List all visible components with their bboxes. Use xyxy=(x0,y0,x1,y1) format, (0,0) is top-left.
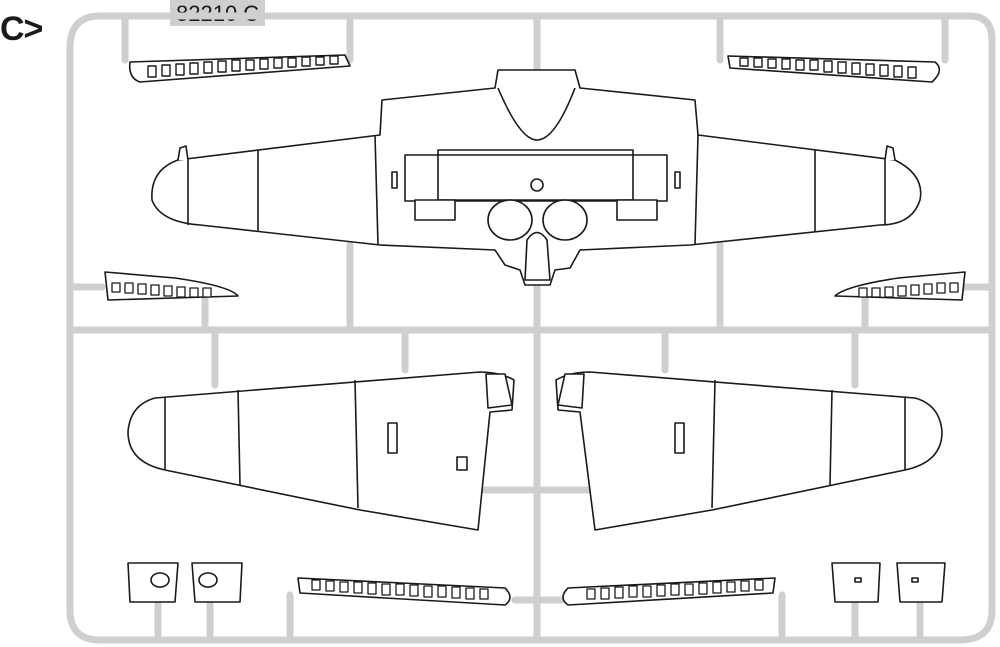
upper-wing-right xyxy=(555,371,943,531)
lower-wing-center xyxy=(151,69,922,286)
parts-outlines xyxy=(104,54,966,606)
small-panel-left-2 xyxy=(191,562,243,603)
small-panel-right-1 xyxy=(831,562,881,603)
small-panel-right-2 xyxy=(896,562,946,603)
sprue-letter-label: C> xyxy=(0,10,43,48)
rib-strip-bottom-right xyxy=(562,577,776,606)
rib-strip-top-right xyxy=(727,55,941,83)
outer-runner xyxy=(66,12,996,644)
small-panel-left-1 xyxy=(127,562,179,603)
rib-strip-mid-right xyxy=(834,271,966,301)
rib-strip-top-left xyxy=(128,54,351,83)
rib-strip-bottom-left xyxy=(297,577,511,606)
upper-wing-left xyxy=(127,371,515,531)
rib-strip-mid-left xyxy=(104,271,239,301)
